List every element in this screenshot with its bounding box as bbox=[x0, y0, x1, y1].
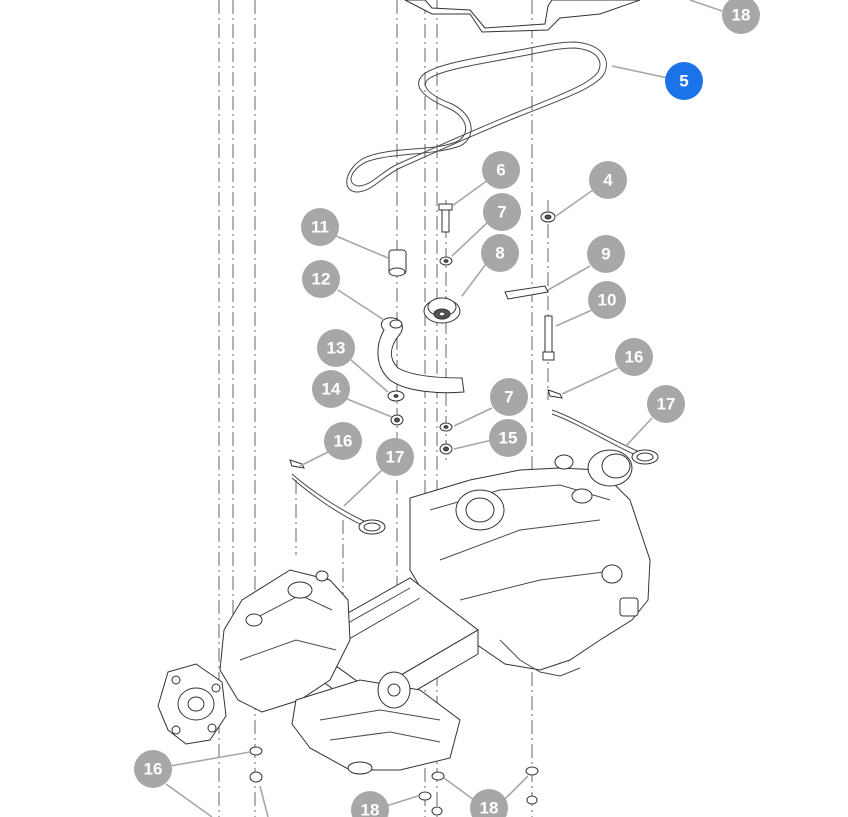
callout-label: 16 bbox=[334, 432, 353, 451]
callout-label: 14 bbox=[322, 380, 341, 399]
callout-label: 18 bbox=[732, 6, 751, 25]
callout-label: 16 bbox=[144, 760, 163, 779]
callout-14[interactable]: 14 bbox=[312, 370, 350, 408]
callout-6[interactable]: 6 bbox=[482, 151, 520, 189]
callout-18-bottom-left[interactable]: 18 bbox=[351, 791, 389, 817]
callout-9[interactable]: 9 bbox=[587, 235, 625, 273]
callout-16-bottom[interactable]: 16 bbox=[134, 750, 172, 788]
callout-label: 13 bbox=[327, 339, 346, 358]
callout-label: 12 bbox=[312, 270, 331, 289]
transaxle-assembly bbox=[157, 449, 651, 775]
callout-label: 10 bbox=[598, 291, 617, 310]
callout-label: 7 bbox=[497, 203, 506, 222]
callout-label: 5 bbox=[679, 72, 688, 91]
leader-lines bbox=[165, 0, 723, 817]
callout-label: 11 bbox=[311, 218, 329, 237]
callout-16-left[interactable]: 16 bbox=[324, 422, 362, 460]
callout-label: 8 bbox=[495, 244, 504, 263]
callout-12[interactable]: 12 bbox=[302, 260, 340, 298]
callout-4[interactable]: 4 bbox=[589, 161, 627, 199]
callout-15[interactable]: 15 bbox=[489, 419, 527, 457]
callout-label: 18 bbox=[361, 801, 380, 817]
callout-label: 17 bbox=[386, 448, 405, 467]
callout-5-selected[interactable]: 5 bbox=[665, 62, 703, 100]
callout-17-right[interactable]: 17 bbox=[647, 385, 685, 423]
callout-label: 16 bbox=[625, 348, 644, 367]
callout-18-bottom-right[interactable]: 18 bbox=[470, 789, 508, 817]
callout-label: 4 bbox=[603, 171, 613, 190]
callout-7-upper[interactable]: 7 bbox=[483, 193, 521, 231]
deck-bracket bbox=[404, 0, 641, 33]
callout-label: 18 bbox=[480, 799, 499, 817]
drive-belt bbox=[346, 41, 607, 193]
callout-label: 17 bbox=[657, 395, 676, 414]
callout-label: 15 bbox=[499, 429, 518, 448]
callout-11[interactable]: 11 bbox=[301, 208, 339, 246]
callout-16-right[interactable]: 16 bbox=[615, 338, 653, 376]
callout-18-top[interactable]: 18 bbox=[722, 0, 760, 34]
callout-label: 7 bbox=[504, 388, 513, 407]
callout-label: 6 bbox=[496, 161, 505, 180]
callout-13[interactable]: 13 bbox=[317, 329, 355, 367]
callout-10[interactable]: 10 bbox=[588, 281, 626, 319]
callout-17-left[interactable]: 17 bbox=[376, 438, 414, 476]
hardware-parts bbox=[249, 203, 659, 816]
callout-label: 9 bbox=[601, 245, 610, 264]
callout-7-lower[interactable]: 7 bbox=[490, 378, 528, 416]
callout-8[interactable]: 8 bbox=[481, 234, 519, 272]
